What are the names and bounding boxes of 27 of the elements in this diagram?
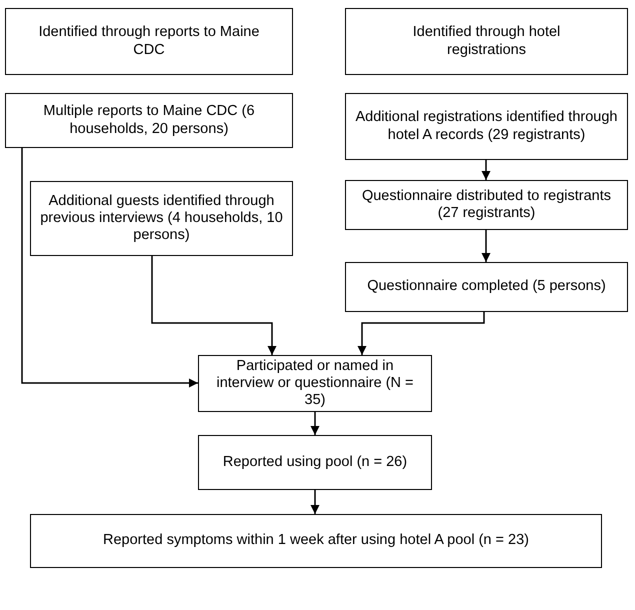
process-box bbox=[345, 180, 628, 230]
arrow bbox=[21, 148, 198, 388]
box-text: Reported symptoms within 1 week after using hotel A pool (n = 23) bbox=[103, 532, 529, 550]
arrow bbox=[482, 160, 490, 180]
box-text: Questionnaire distributed to registrants (27 registrants) bbox=[360, 188, 612, 222]
process-box bbox=[5, 8, 293, 75]
box-text: Additional guests identified through previous interviews (4 households, 10 persons) bbox=[39, 192, 284, 244]
box-text: Questionnaire completed (5 persons) bbox=[367, 278, 606, 296]
process-box bbox=[30, 181, 293, 256]
process-box bbox=[345, 8, 628, 75]
arrow bbox=[482, 230, 490, 262]
arrow bbox=[310, 412, 320, 435]
process-box bbox=[345, 262, 628, 312]
box-text: Additional registrations identified through hotel A records (29 registrants) bbox=[354, 109, 618, 144]
box-text: Multiple reports to Maine CDC (6 households, 20 persons) bbox=[42, 103, 256, 138]
process-box bbox=[345, 93, 628, 160]
arrow bbox=[358, 312, 485, 355]
process-box bbox=[198, 435, 432, 490]
process-box bbox=[198, 355, 432, 412]
box-text: Participated or named in interview or questionnaire (N = 35) bbox=[215, 358, 415, 410]
process-box bbox=[30, 514, 602, 568]
arrow bbox=[310, 490, 320, 514]
box-text: Reported using pool (n = 26) bbox=[222, 454, 408, 472]
arrow bbox=[151, 256, 276, 355]
process-box bbox=[5, 93, 293, 148]
box-text: Identified through hotel registrations bbox=[412, 24, 562, 59]
box-text: Identified through reports to Maine CDC bbox=[38, 24, 260, 59]
